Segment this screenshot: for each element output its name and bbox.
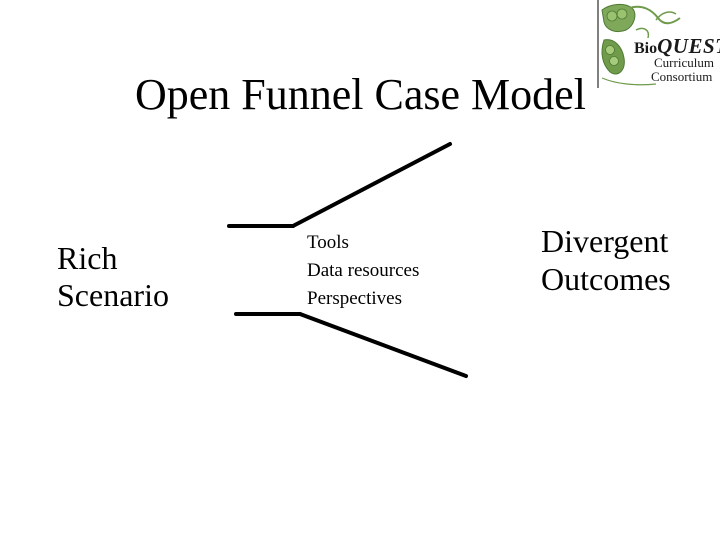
logo-curriculum-text: Curriculum <box>654 55 714 70</box>
funnel-item-tools: Tools <box>307 232 349 253</box>
funnel-item-perspectives: Perspectives <box>307 288 402 309</box>
logo-consortium-text: Consortium <box>651 69 713 84</box>
funnel-item-data-resources: Data resources <box>307 260 420 281</box>
funnel-lower-branch-line <box>298 312 468 378</box>
funnel-items-list: Tools Data resources Perspectives <box>307 229 419 313</box>
bioquest-logo: BioQUEST Curriculum Consortium <box>596 0 720 90</box>
slide-title: Open Funnel Case Model <box>135 70 586 119</box>
left-label-line-1: Rich <box>57 240 118 276</box>
left-label-line-2: Scenario <box>57 277 169 313</box>
logo-wordmark: BioQUEST Curriculum Consortium <box>634 34 720 84</box>
divergent-outcomes-label: Divergent Outcomes <box>541 222 671 298</box>
rich-scenario-label: Rich Scenario <box>57 240 169 314</box>
logo-bio-text: Bio <box>634 40 658 57</box>
logo-quest-text: QUEST <box>657 34 720 58</box>
right-label-line-2: Outcomes <box>541 261 671 297</box>
right-label-line-1: Divergent <box>541 223 669 259</box>
pea-pod-logo-icon <box>596 0 720 90</box>
funnel-upper-branch-line <box>291 142 452 228</box>
